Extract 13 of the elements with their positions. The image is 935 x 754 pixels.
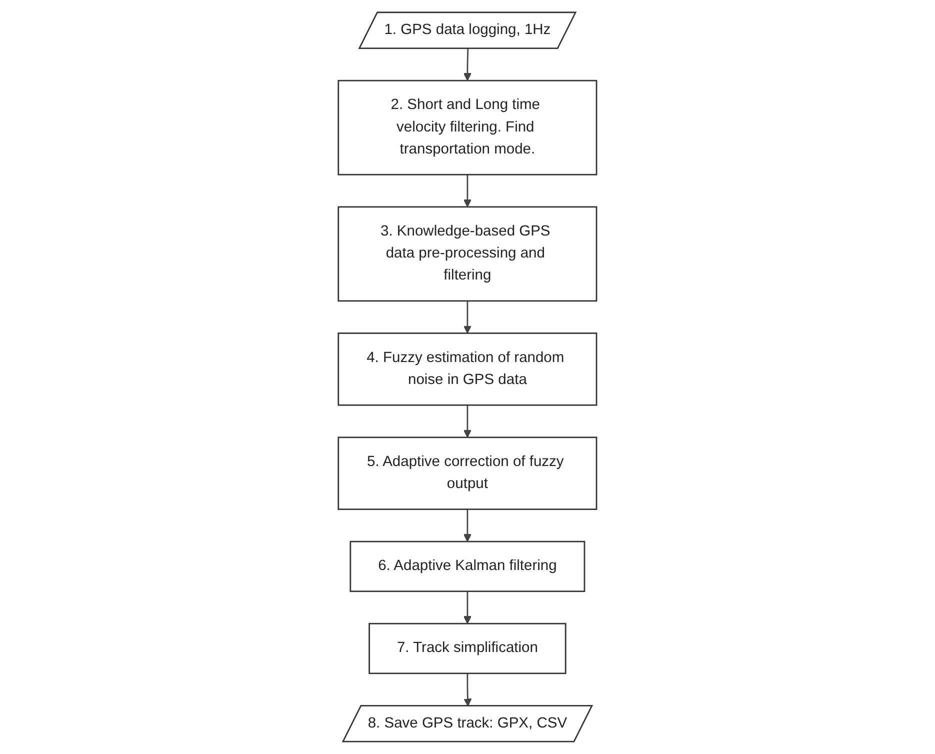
arrow xyxy=(463,591,472,624)
node-box: 4. Fuzzy estimation of random noise in GPS data xyxy=(338,332,598,406)
node-box: 2. Short and Long time velocity filtering. Find transportation mode. xyxy=(338,80,598,176)
arrow xyxy=(463,405,472,438)
arrow xyxy=(464,673,472,706)
arrow xyxy=(463,509,472,542)
arrow xyxy=(463,300,472,334)
node-box: 5. Adaptive correction of fuzzy output xyxy=(338,436,598,510)
node-box: 6. Adaptive Kalman filtering xyxy=(350,540,586,592)
node-box: 7. Track simplification xyxy=(368,622,566,674)
arrow xyxy=(463,174,472,208)
arrow xyxy=(463,48,472,81)
node-box: 3. Knowledge-based GPS data pre-processing and filtering xyxy=(338,206,598,302)
